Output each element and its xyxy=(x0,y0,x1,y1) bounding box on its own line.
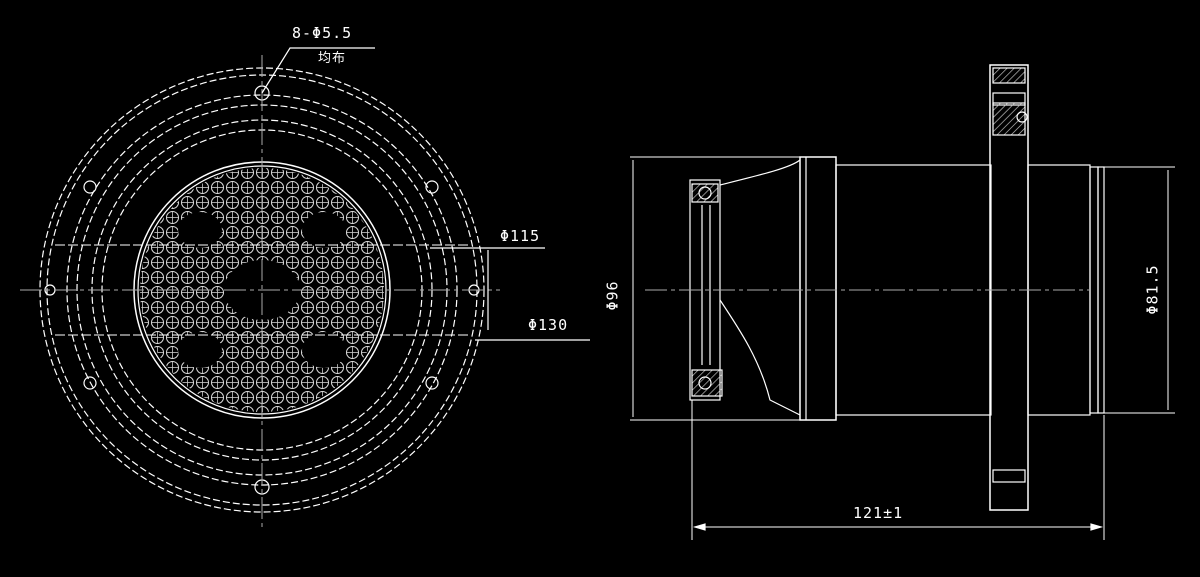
side-view xyxy=(630,64,1175,540)
label-left-diameter: Φ96 xyxy=(603,280,622,311)
label-overall-length: 121±1 xyxy=(853,504,904,522)
front-view xyxy=(20,47,590,530)
label-holes-note: 均布 xyxy=(318,51,347,66)
label-dim-130: Φ130 xyxy=(528,316,569,334)
label-right-diameter: Φ81.5 xyxy=(1143,264,1162,315)
label-dim-115: Φ115 xyxy=(500,227,541,245)
label-mounting-holes: 8-Φ5.5 xyxy=(292,24,353,42)
